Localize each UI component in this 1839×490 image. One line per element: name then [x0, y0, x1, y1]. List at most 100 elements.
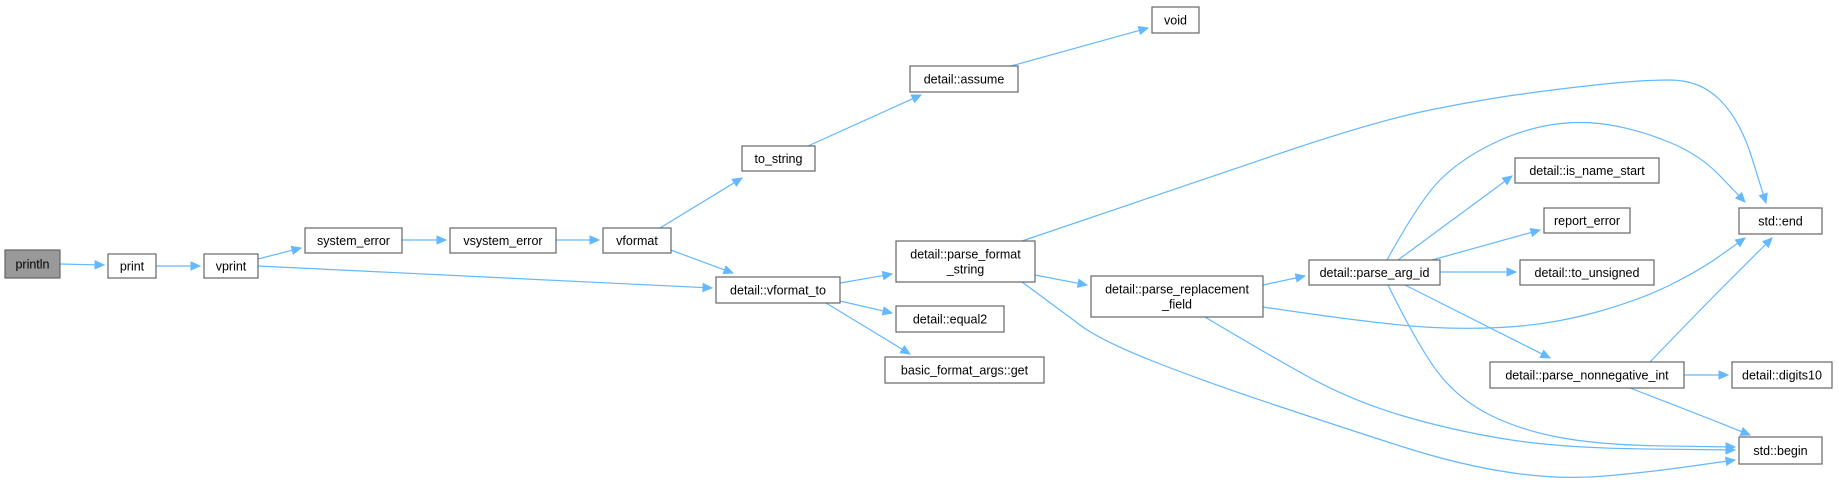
- node-is-name-start[interactable]: detail::is_name_start: [1514, 157, 1660, 184]
- arrowhead-icon: [702, 282, 714, 293]
- node-box: [1489, 361, 1685, 389]
- node-parse-format-string[interactable]: detail::parse_format_string: [895, 240, 1036, 283]
- node-to-unsigned[interactable]: detail::to_unsigned: [1519, 259, 1655, 286]
- edge-println-to-print: [59, 260, 106, 270]
- edge-line: [1629, 387, 1742, 433]
- edge-parse_arg_id-to-parse_nonnegative_int: [1404, 284, 1552, 359]
- node-print[interactable]: print: [107, 253, 157, 279]
- node-box: [107, 253, 157, 279]
- node-vprint[interactable]: vprint: [203, 253, 259, 279]
- node-std-begin[interactable]: std::begin: [1738, 436, 1823, 465]
- node-label: _string: [946, 263, 985, 277]
- node-label: print: [120, 260, 145, 274]
- edge-parse_nonnegative_int-to-std_end: [1649, 237, 1773, 363]
- node-box: [304, 227, 403, 254]
- node-label: detail::vformat_to: [730, 284, 826, 298]
- node-label: detail::parse_replacement: [1105, 283, 1249, 297]
- node-parse-arg-id[interactable]: detail::parse_arg_id: [1308, 259, 1441, 286]
- arrowhead-icon: [1506, 267, 1518, 277]
- edge-line: [59, 263, 96, 266]
- edge-line: [1397, 180, 1506, 261]
- node-equal2[interactable]: detail::equal2: [895, 305, 1005, 333]
- edge-line: [1021, 79, 1764, 242]
- edge-line: [257, 265, 704, 289]
- arrowhead-icon: [1734, 191, 1746, 203]
- arrowhead-icon: [1725, 442, 1737, 452]
- node-digits10[interactable]: detail::digits10: [1731, 361, 1833, 389]
- node-vformat[interactable]: vformat: [602, 227, 672, 254]
- edge-parse_arg_id-to-std_end: [1386, 121, 1746, 261]
- node-label: detail::parse_format: [910, 248, 1021, 262]
- edge-parse_nonnegative_int-to-digits10: [1684, 370, 1730, 380]
- node-label: void: [1164, 14, 1187, 28]
- edge-parse_format_string-to-std_begin: [1021, 281, 1737, 478]
- edge-line: [1262, 277, 1297, 286]
- node-bfa-get[interactable]: basic_format_args::get: [884, 356, 1045, 384]
- arrowhead-icon: [910, 94, 923, 104]
- edge-vformat_to-to-bfa_get: [825, 302, 912, 355]
- node-label: vprint: [216, 260, 247, 274]
- node-box: [884, 356, 1045, 384]
- node-vsystem-error[interactable]: vsystem_error: [449, 227, 557, 254]
- arrowhead-icon: [1724, 456, 1737, 467]
- node-box: [4, 249, 61, 279]
- arrowhead-icon: [1758, 192, 1768, 205]
- edge-line: [1649, 243, 1767, 363]
- edge-line: [839, 300, 884, 312]
- arrowhead-icon: [881, 306, 894, 316]
- edge-line: [1387, 284, 1727, 448]
- node-to-string[interactable]: to_string: [741, 145, 816, 172]
- node-box: [1738, 436, 1823, 465]
- edge-line: [1262, 242, 1739, 329]
- node-box: [715, 276, 841, 304]
- edge-vformat_to-to-parse_format_string: [839, 270, 894, 284]
- arrowhead-icon: [722, 265, 735, 275]
- edge-line: [667, 248, 725, 271]
- node-box: [1543, 207, 1631, 234]
- node-box: [1514, 157, 1660, 184]
- edge-parse_nonnegative_int-to-std_begin: [1629, 387, 1752, 436]
- node-report-error[interactable]: report_error: [1543, 207, 1631, 234]
- node-box: [449, 227, 557, 254]
- node-box: [1731, 361, 1833, 389]
- edge-parse_format_string-to-parse_replacement_field: [1034, 274, 1089, 288]
- node-std-end[interactable]: std::end: [1738, 207, 1823, 235]
- node-system-error[interactable]: system_error: [304, 227, 403, 254]
- edge-line: [1034, 274, 1079, 284]
- node-parse-replacement-field[interactable]: detail::parse_replacement_field: [1090, 275, 1264, 318]
- edge-line: [1204, 316, 1727, 451]
- node-box: [1738, 207, 1823, 235]
- node-label: detail::is_name_start: [1529, 164, 1645, 178]
- edge-line: [807, 98, 914, 147]
- node-println[interactable]: println: [4, 249, 61, 279]
- edge-line: [825, 302, 903, 350]
- arrowhead-icon: [190, 261, 202, 271]
- node-vformat-to[interactable]: detail::vformat_to: [715, 276, 841, 304]
- edge-print-to-vprint: [156, 261, 202, 271]
- nodes-layer: println print vprint system_error vsystem_er…: [4, 6, 1833, 465]
- node-box: [203, 253, 259, 279]
- node-label: report_error: [1554, 214, 1620, 228]
- arrowhead-icon: [94, 260, 106, 270]
- edge-parse_arg_id-to-is_name_start: [1397, 175, 1513, 261]
- node-box: [1308, 259, 1441, 286]
- node-label: _field: [1161, 298, 1192, 312]
- arrowhead-icon: [1529, 227, 1542, 238]
- node-assume[interactable]: detail::assume: [909, 65, 1019, 93]
- node-void[interactable]: void: [1151, 6, 1200, 34]
- edge-line: [1404, 284, 1543, 355]
- node-label: detail::digits10: [1742, 369, 1822, 383]
- edge-vprint-to-system_error: [257, 245, 303, 260]
- node-label: vformat: [616, 234, 658, 248]
- arrowhead-icon: [589, 235, 601, 245]
- edge-parse_arg_id-to-std_begin: [1387, 284, 1737, 452]
- node-label: basic_format_args::get: [901, 364, 1029, 378]
- node-label: println: [15, 258, 49, 272]
- arrowhead-icon: [1294, 273, 1307, 283]
- node-label: system_error: [317, 234, 390, 248]
- edge-vformat_to-to-equal2: [839, 300, 894, 316]
- node-label: to_string: [755, 152, 803, 166]
- arrowhead-icon: [1718, 370, 1730, 380]
- node-parse-nonnegative-int[interactable]: detail::parse_nonnegative_int: [1489, 361, 1685, 389]
